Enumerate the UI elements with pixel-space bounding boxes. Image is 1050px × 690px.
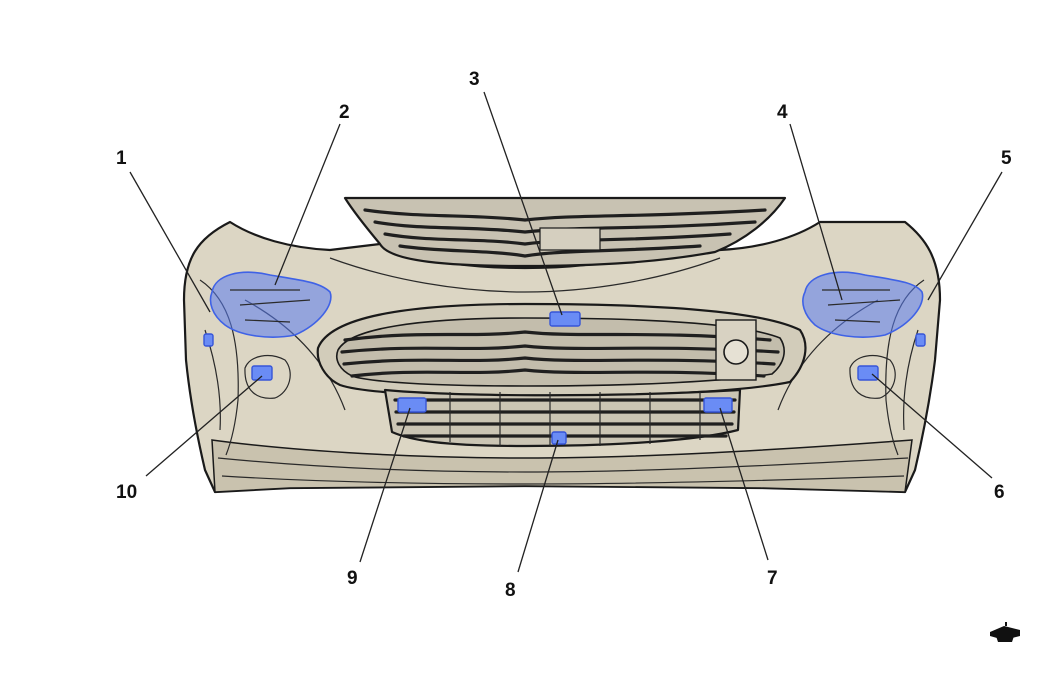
view-direction-icon <box>990 622 1020 642</box>
center-lower-clip <box>551 431 567 445</box>
highlighted-parts <box>203 271 926 445</box>
callout-8: 8 <box>505 580 516 601</box>
left-fog-bracket <box>251 365 273 381</box>
callout-1: 1 <box>116 148 127 169</box>
left-side-clip <box>203 333 214 347</box>
callout-2: 2 <box>339 102 350 123</box>
right-fog-pocket <box>849 354 896 399</box>
right-fog-bracket <box>857 365 879 381</box>
callout-labels: 1 2 3 4 5 6 7 8 9 10 <box>116 69 1012 601</box>
upper-grille <box>343 196 787 268</box>
left-lower-bracket <box>397 397 427 413</box>
main-grille <box>316 302 807 398</box>
callout-3: 3 <box>469 69 480 90</box>
leader-lines <box>129 91 1003 573</box>
right-lower-bracket <box>703 397 733 413</box>
callout-4: 4 <box>777 102 788 123</box>
radar-sensor <box>723 339 749 365</box>
lower-grille <box>383 388 742 448</box>
left-headlamp-bracket <box>209 271 332 338</box>
callout-7: 7 <box>767 568 778 589</box>
callout-6: 6 <box>994 482 1005 503</box>
emblem-mount <box>539 227 601 251</box>
upper-center-bracket <box>549 311 581 327</box>
callout-9: 9 <box>347 568 358 589</box>
callout-5: 5 <box>1001 148 1012 169</box>
right-side-clip <box>915 333 926 347</box>
callout-10: 10 <box>116 482 137 503</box>
right-headlamp-bracket <box>802 271 924 338</box>
left-fog-pocket <box>244 354 291 399</box>
